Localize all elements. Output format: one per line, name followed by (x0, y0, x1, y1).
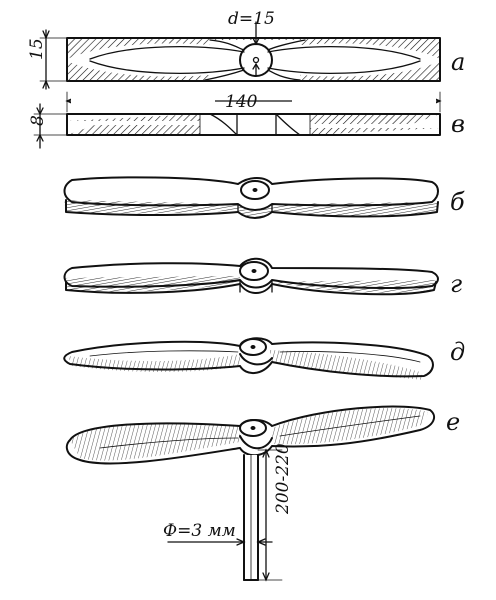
stage-a-label: а (451, 48, 465, 76)
stage-g-thinned-blank (63, 257, 439, 296)
stage-b-cut-out-blank (63, 176, 439, 219)
axle-diameter-label: Ф=3 мм (163, 521, 236, 541)
block-height-label: 15 (27, 38, 47, 60)
stage-d-label: д (450, 338, 465, 366)
block-thickness-label: 8 (28, 115, 48, 126)
stage-v-thickness-dimension (33, 103, 68, 149)
propeller-axle (243, 454, 259, 581)
axle-diameter-dimension (167, 538, 273, 546)
stage-d-twisted-blades (63, 337, 434, 380)
hub-diameter-label: d=15 (228, 9, 275, 29)
stage-g-label: г (450, 270, 462, 298)
axle-length-dimension (257, 448, 283, 582)
stage-v-label: в (451, 110, 465, 138)
stage-v-side-view (65, 91, 442, 136)
stage-b-label: б (450, 188, 465, 216)
total-length-label: 140 (225, 92, 258, 112)
axle-length-label: 200-220 (273, 443, 293, 515)
stage-a-block-plan (66, 21, 441, 82)
stage-e-label: е (446, 408, 460, 436)
stage-a-height-dimension (39, 29, 68, 90)
stage-e-finished-propeller (65, 405, 436, 465)
